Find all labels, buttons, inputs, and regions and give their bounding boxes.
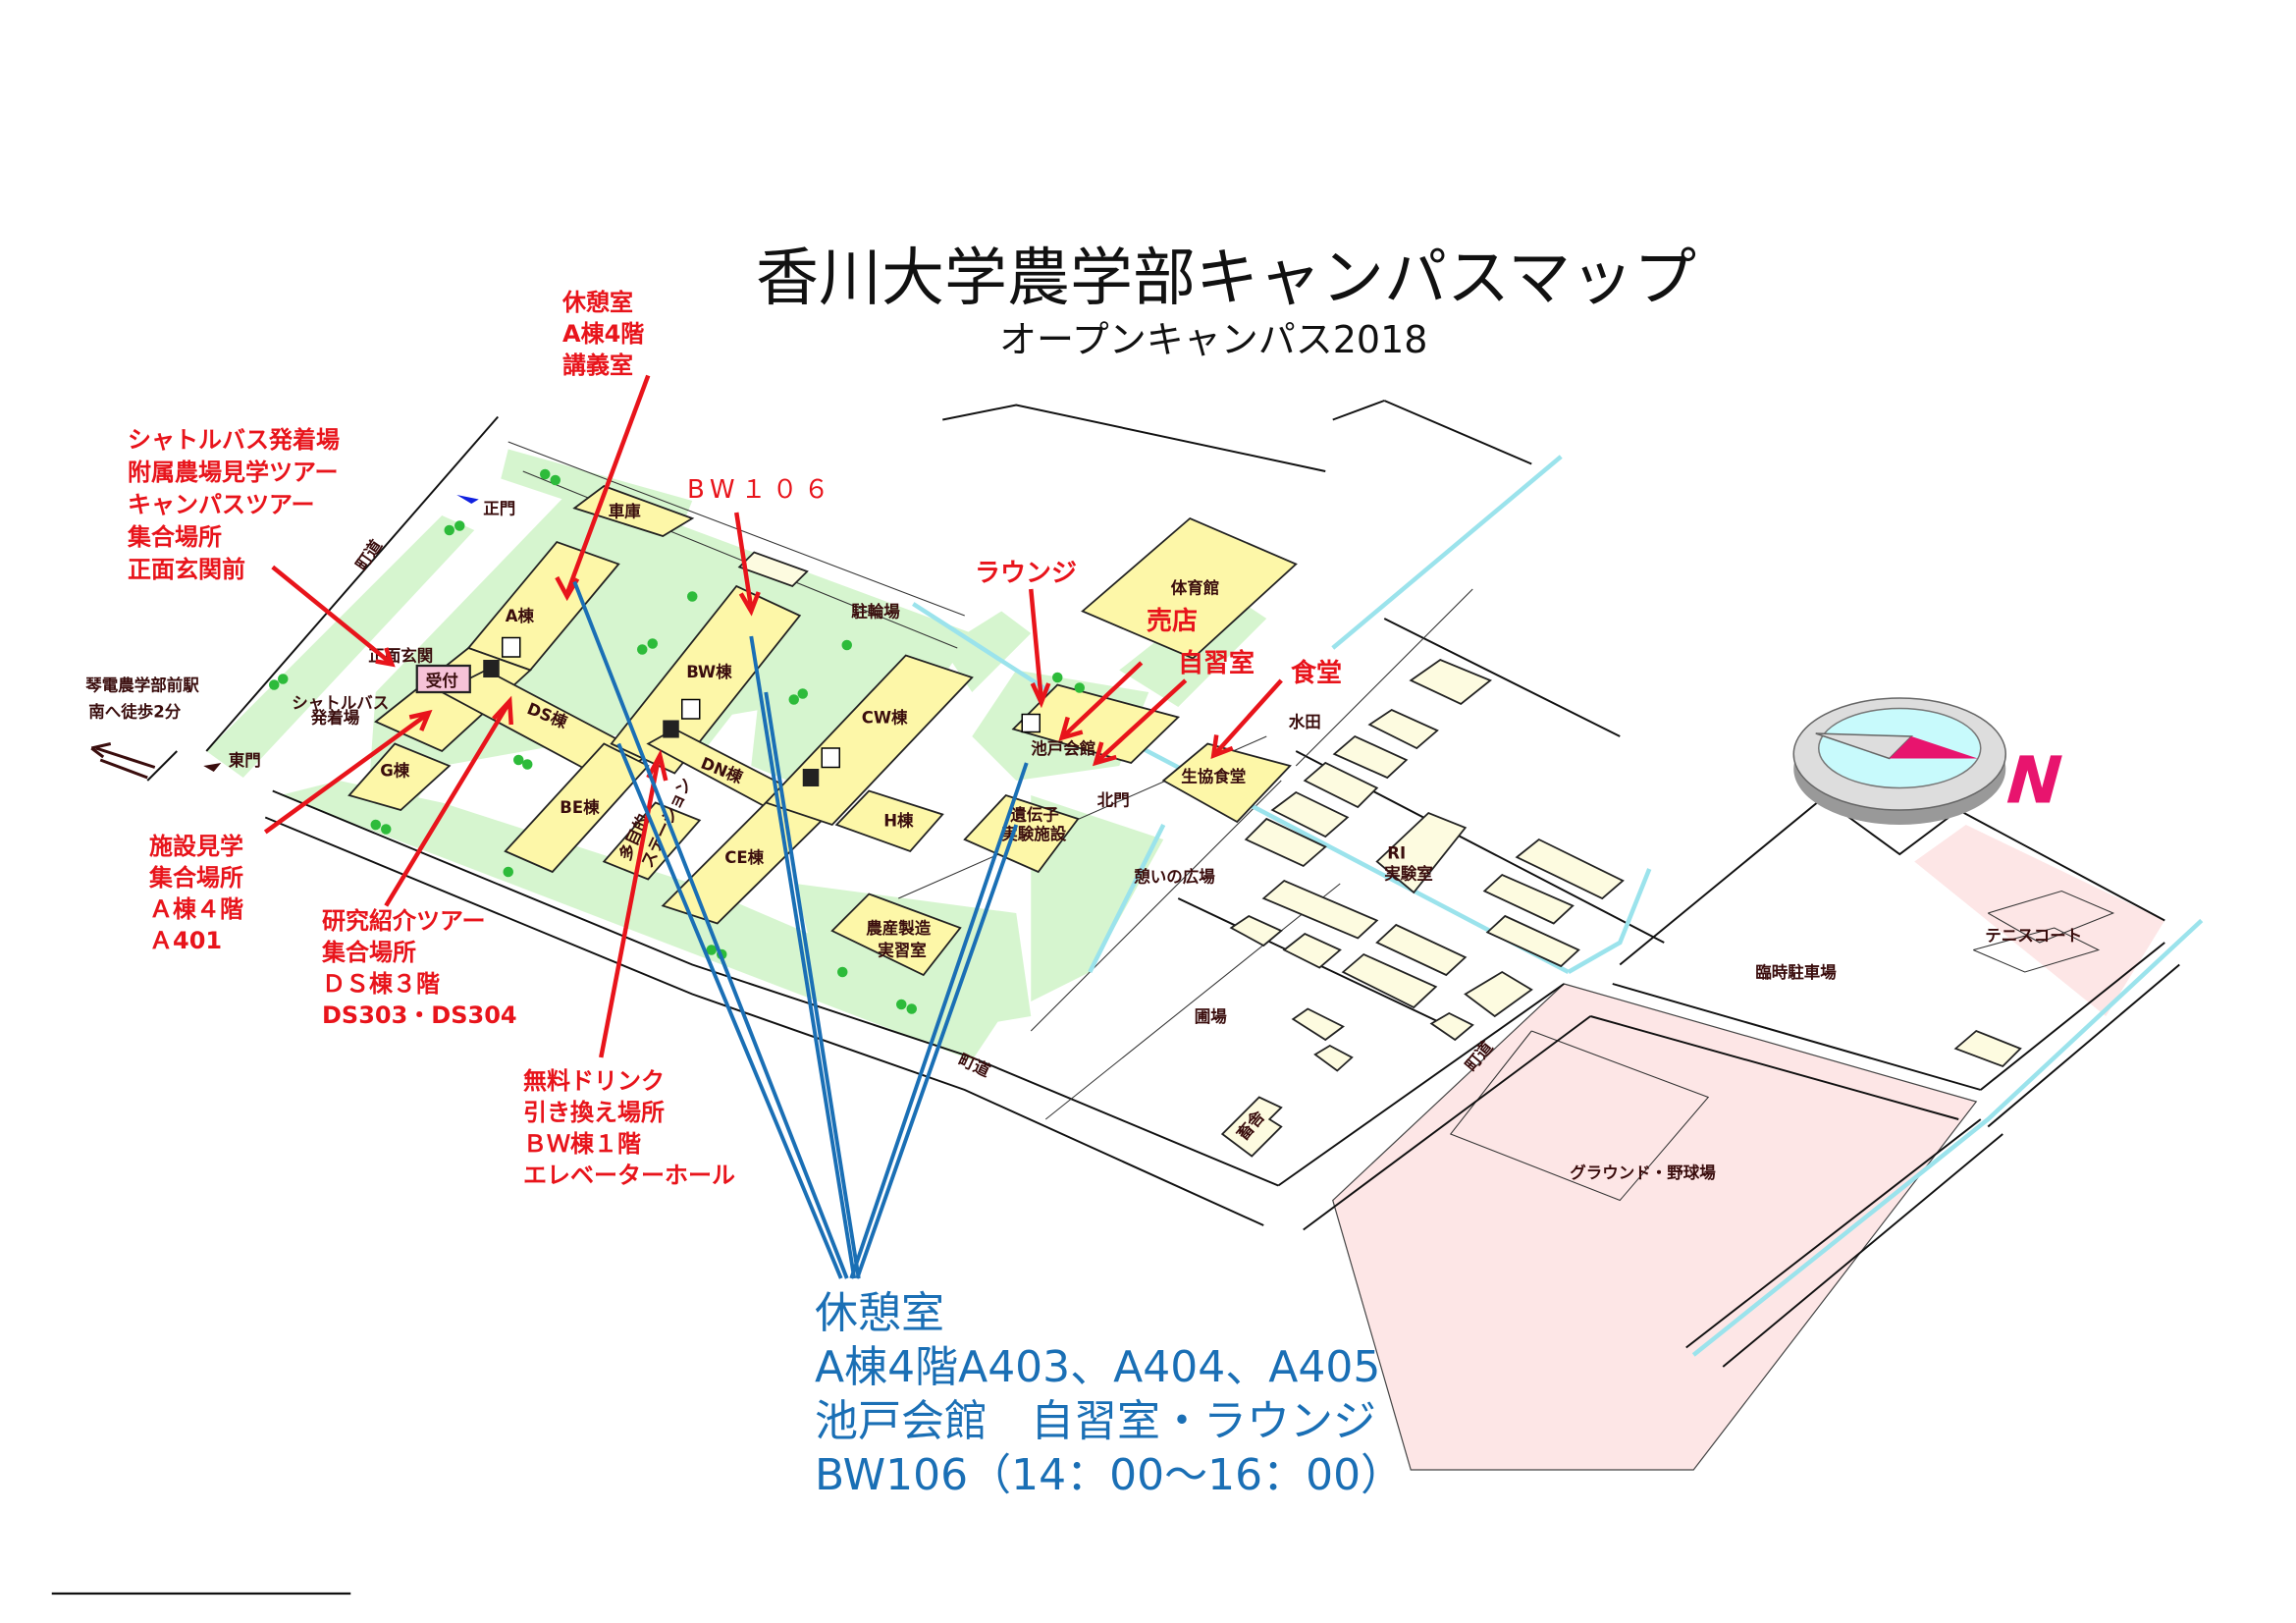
rest-room-note: 休憩室 A棟4階A403、A404、A405 池戸会館 自習室・ラウンジ BW1… [815, 1286, 1404, 1502]
label-shuttle-stop: シャトルバス [292, 694, 389, 713]
label-building-be: BE棟 [560, 797, 600, 817]
building-g [347, 742, 452, 812]
label-paddy: 水田 [1289, 712, 1321, 731]
page-title: 香川大学農学部キャンパスマップ [756, 243, 1697, 315]
callout-line: DS303・DS304 [322, 1001, 517, 1029]
callout-shop: 売店 [1147, 607, 1199, 636]
station-direction-arrow-icon [90, 742, 156, 780]
callout-line: 無料ドリンク [523, 1067, 665, 1095]
building-gym [1081, 516, 1298, 660]
callout-line: A棟4階 [562, 320, 645, 348]
callout-line: ＤＳ棟３階 [322, 970, 440, 998]
tennis-area [1914, 825, 2165, 1016]
callout-line: 附属農場見学ツアー [128, 459, 339, 486]
note-line: BW106（14：00～16：00） [815, 1450, 1405, 1500]
callout-study-room: 自習室 [1178, 649, 1255, 678]
label-ikedo-hall: 池戸会館 [1031, 738, 1095, 758]
callout-lounge: ラウンジ [975, 559, 1078, 588]
note-line: A棟4階A403、A404、A405 [815, 1342, 1381, 1392]
building-multipurpose [602, 801, 702, 881]
callout-line: 研究紹介ツアー [322, 907, 486, 935]
label-plaza: 憩いの広場 [1134, 867, 1215, 887]
callout-line: 引き換え場所 [523, 1099, 665, 1126]
label-gene-lab: 遺伝子 [1010, 805, 1059, 825]
restroom-icon [821, 747, 840, 769]
callout-facility-tour: 施設見学 集合場所 Ａ棟４階 Ａ401 [149, 831, 243, 956]
label-ri-lab: RI [1387, 844, 1406, 863]
callout-shuttle: シャトルバス発着場 附属農場見学ツアー キャンパスツアー 集合場所 正面玄関前 [128, 424, 340, 586]
building-h [834, 789, 944, 853]
building-food [830, 893, 962, 977]
restroom-icon [681, 698, 701, 720]
label-reception: 受付 [426, 671, 459, 690]
label-temporary-parking: 臨時駐車場 [1755, 962, 1837, 982]
label-garage: 車庫 [609, 502, 642, 521]
blue-callout-lines [572, 580, 1029, 1279]
label-gene-lab: 実験施設 [1001, 824, 1067, 843]
callout-line: 講義室 [562, 352, 633, 379]
elevator-icon [483, 660, 500, 677]
callout-line: ＢＷ棟１階 [523, 1130, 641, 1158]
label-ri-lab: 実験室 [1384, 864, 1433, 884]
callout-line: 施設見学 [149, 833, 243, 860]
label-station: 琴電農学部前駅 [85, 676, 199, 695]
label-tennis-court: テニスコート [1985, 927, 2082, 946]
label-main-gate: 正門 [483, 500, 515, 518]
label-building-cw: CW棟 [862, 708, 908, 728]
main-gate-arrow-icon [456, 495, 479, 504]
label-building-ce: CE棟 [724, 847, 764, 867]
note-line: 休憩室 [815, 1288, 944, 1338]
label-food-lab: 農産製造 [866, 918, 932, 938]
callout-bw106: BW１０６ [687, 475, 835, 505]
label-farm: 圃場 [1195, 1007, 1228, 1026]
callout-drink: 無料ドリンク 引き換え場所 ＢＷ棟１階 エレベーターホール [523, 1065, 735, 1191]
callout-line: シャトルバス発着場 [128, 426, 340, 454]
callout-line: 集合場所 [322, 939, 416, 966]
restroom-icon [502, 636, 521, 658]
callout-line: 正面玄関前 [128, 556, 245, 583]
compass: N [1792, 697, 2071, 825]
label-ground: グラウンド・野球場 [1570, 1163, 1716, 1182]
tree-icons [269, 468, 1085, 1014]
facility-icons [483, 636, 1041, 786]
label-building-g: G棟 [380, 761, 410, 781]
reception-box [415, 664, 471, 694]
ground-field [1332, 983, 1978, 1471]
note-line: 池戸会館 自習室・ラウンジ [815, 1396, 1376, 1446]
page-subtitle: オープンキャンパス2018 [999, 318, 1428, 361]
label-building-bw: BW棟 [686, 662, 732, 681]
callout-cafeteria: 食堂 [1291, 659, 1343, 688]
label-north-gate: 北門 [1097, 791, 1130, 810]
callout-line: キャンパスツアー [128, 491, 315, 518]
restroom-icon [1021, 713, 1041, 733]
label-shuttle-stop: 発着場 [310, 708, 360, 728]
callout-line: 集合場所 [149, 864, 243, 892]
label-building-a: A棟 [506, 606, 535, 625]
label-walk: 南へ徒歩2分 [88, 702, 181, 722]
building-gene [963, 793, 1080, 874]
red-callout-arrows [263, 374, 1283, 1058]
callout-line: 休憩室 [562, 289, 633, 316]
callout-line: Ａ棟４階 [149, 895, 243, 923]
label-east-gate: 東門 [229, 750, 261, 770]
callout-line: エレベーターホール [523, 1162, 735, 1189]
label-bicycle-parking: 駐輪場 [851, 602, 900, 622]
label-food-lab: 実習室 [878, 941, 927, 960]
label-building-h: H棟 [883, 811, 914, 831]
elevator-icon [802, 769, 820, 786]
building-ri [1375, 811, 1468, 894]
callout-research-tour: 研究紹介ツアー 集合場所 ＤＳ棟３階 DS303・DS304 [322, 905, 517, 1031]
elevator-icon [663, 720, 679, 738]
callout-line: Ａ401 [149, 927, 223, 954]
callout-line: 集合場所 [128, 523, 222, 551]
building-barn [1220, 1096, 1283, 1158]
label-gym: 体育館 [1171, 578, 1220, 598]
building-coop [1161, 742, 1292, 824]
east-gate-arrow-icon [203, 763, 222, 772]
callout-rest-a: 休憩室 A棟4階 講義室 [562, 287, 644, 381]
label-coop-cafeteria: 生協食堂 [1181, 767, 1246, 786]
